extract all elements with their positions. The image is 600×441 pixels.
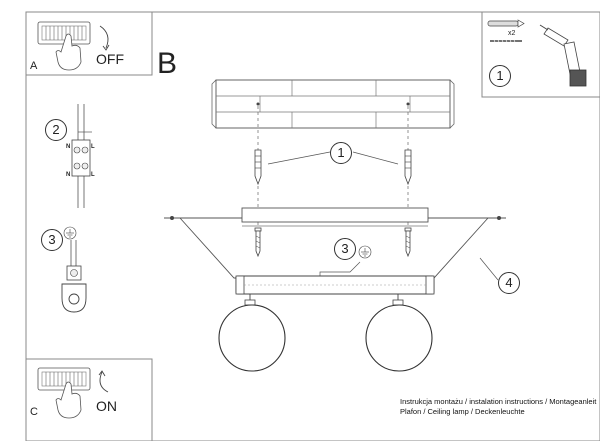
terminal-l-bottom: L [91,172,95,178]
ground-icon [63,226,77,240]
screw-right [404,227,412,258]
caption-line-2: Plafon / Ceiling lamp / Deckenleuchte [400,407,525,416]
ground-clamp-icon [61,240,87,313]
lamp-body [235,275,435,306]
hand-icon [55,33,82,71]
wall-plug-right [404,149,412,186]
terminal-n-top: N [66,144,71,150]
glass-globe-right [365,304,433,372]
glass-globe-left [218,304,286,372]
switch-on-icon [37,367,91,391]
drill-guide-lines [257,106,409,228]
panel-c-state: ON [96,398,117,414]
hand-icon [55,381,82,419]
quantity-label: x2 [508,30,516,37]
terminal-block-icon [71,104,91,208]
switch-off-icon [37,21,91,45]
screw-left [254,227,262,258]
caption-line-1: Instrukcja montażu / instalation instruc… [400,397,597,406]
panel-c-letter: C [30,406,38,418]
callout-step-1-main: 1 [330,142,352,164]
panel-a-letter: A [30,60,38,72]
terminal-l-top: L [91,144,95,150]
drill-icon [539,24,587,87]
callout-step-2: 2 [45,119,67,141]
panel-c [25,358,153,441]
callout-step-3-main: 3 [334,238,356,260]
rotate-arrow-icon [99,371,109,393]
screw-and-dowel-icon [487,19,525,43]
callout-step-4-main: 4 [498,272,520,294]
outer-frame [25,11,600,441]
callout-step-1-tools: 1 [489,65,511,87]
wall-plug-left [254,149,262,186]
terminal-n-bottom: N [66,172,71,178]
panel-b-letter: B [157,47,178,80]
callout-step-3-left: 3 [41,229,63,251]
ceiling-block [211,79,455,129]
panel-a [25,11,153,76]
panel-a-state: OFF [96,51,124,67]
rotate-arrow-icon [99,25,109,49]
ground-icon [358,245,372,259]
